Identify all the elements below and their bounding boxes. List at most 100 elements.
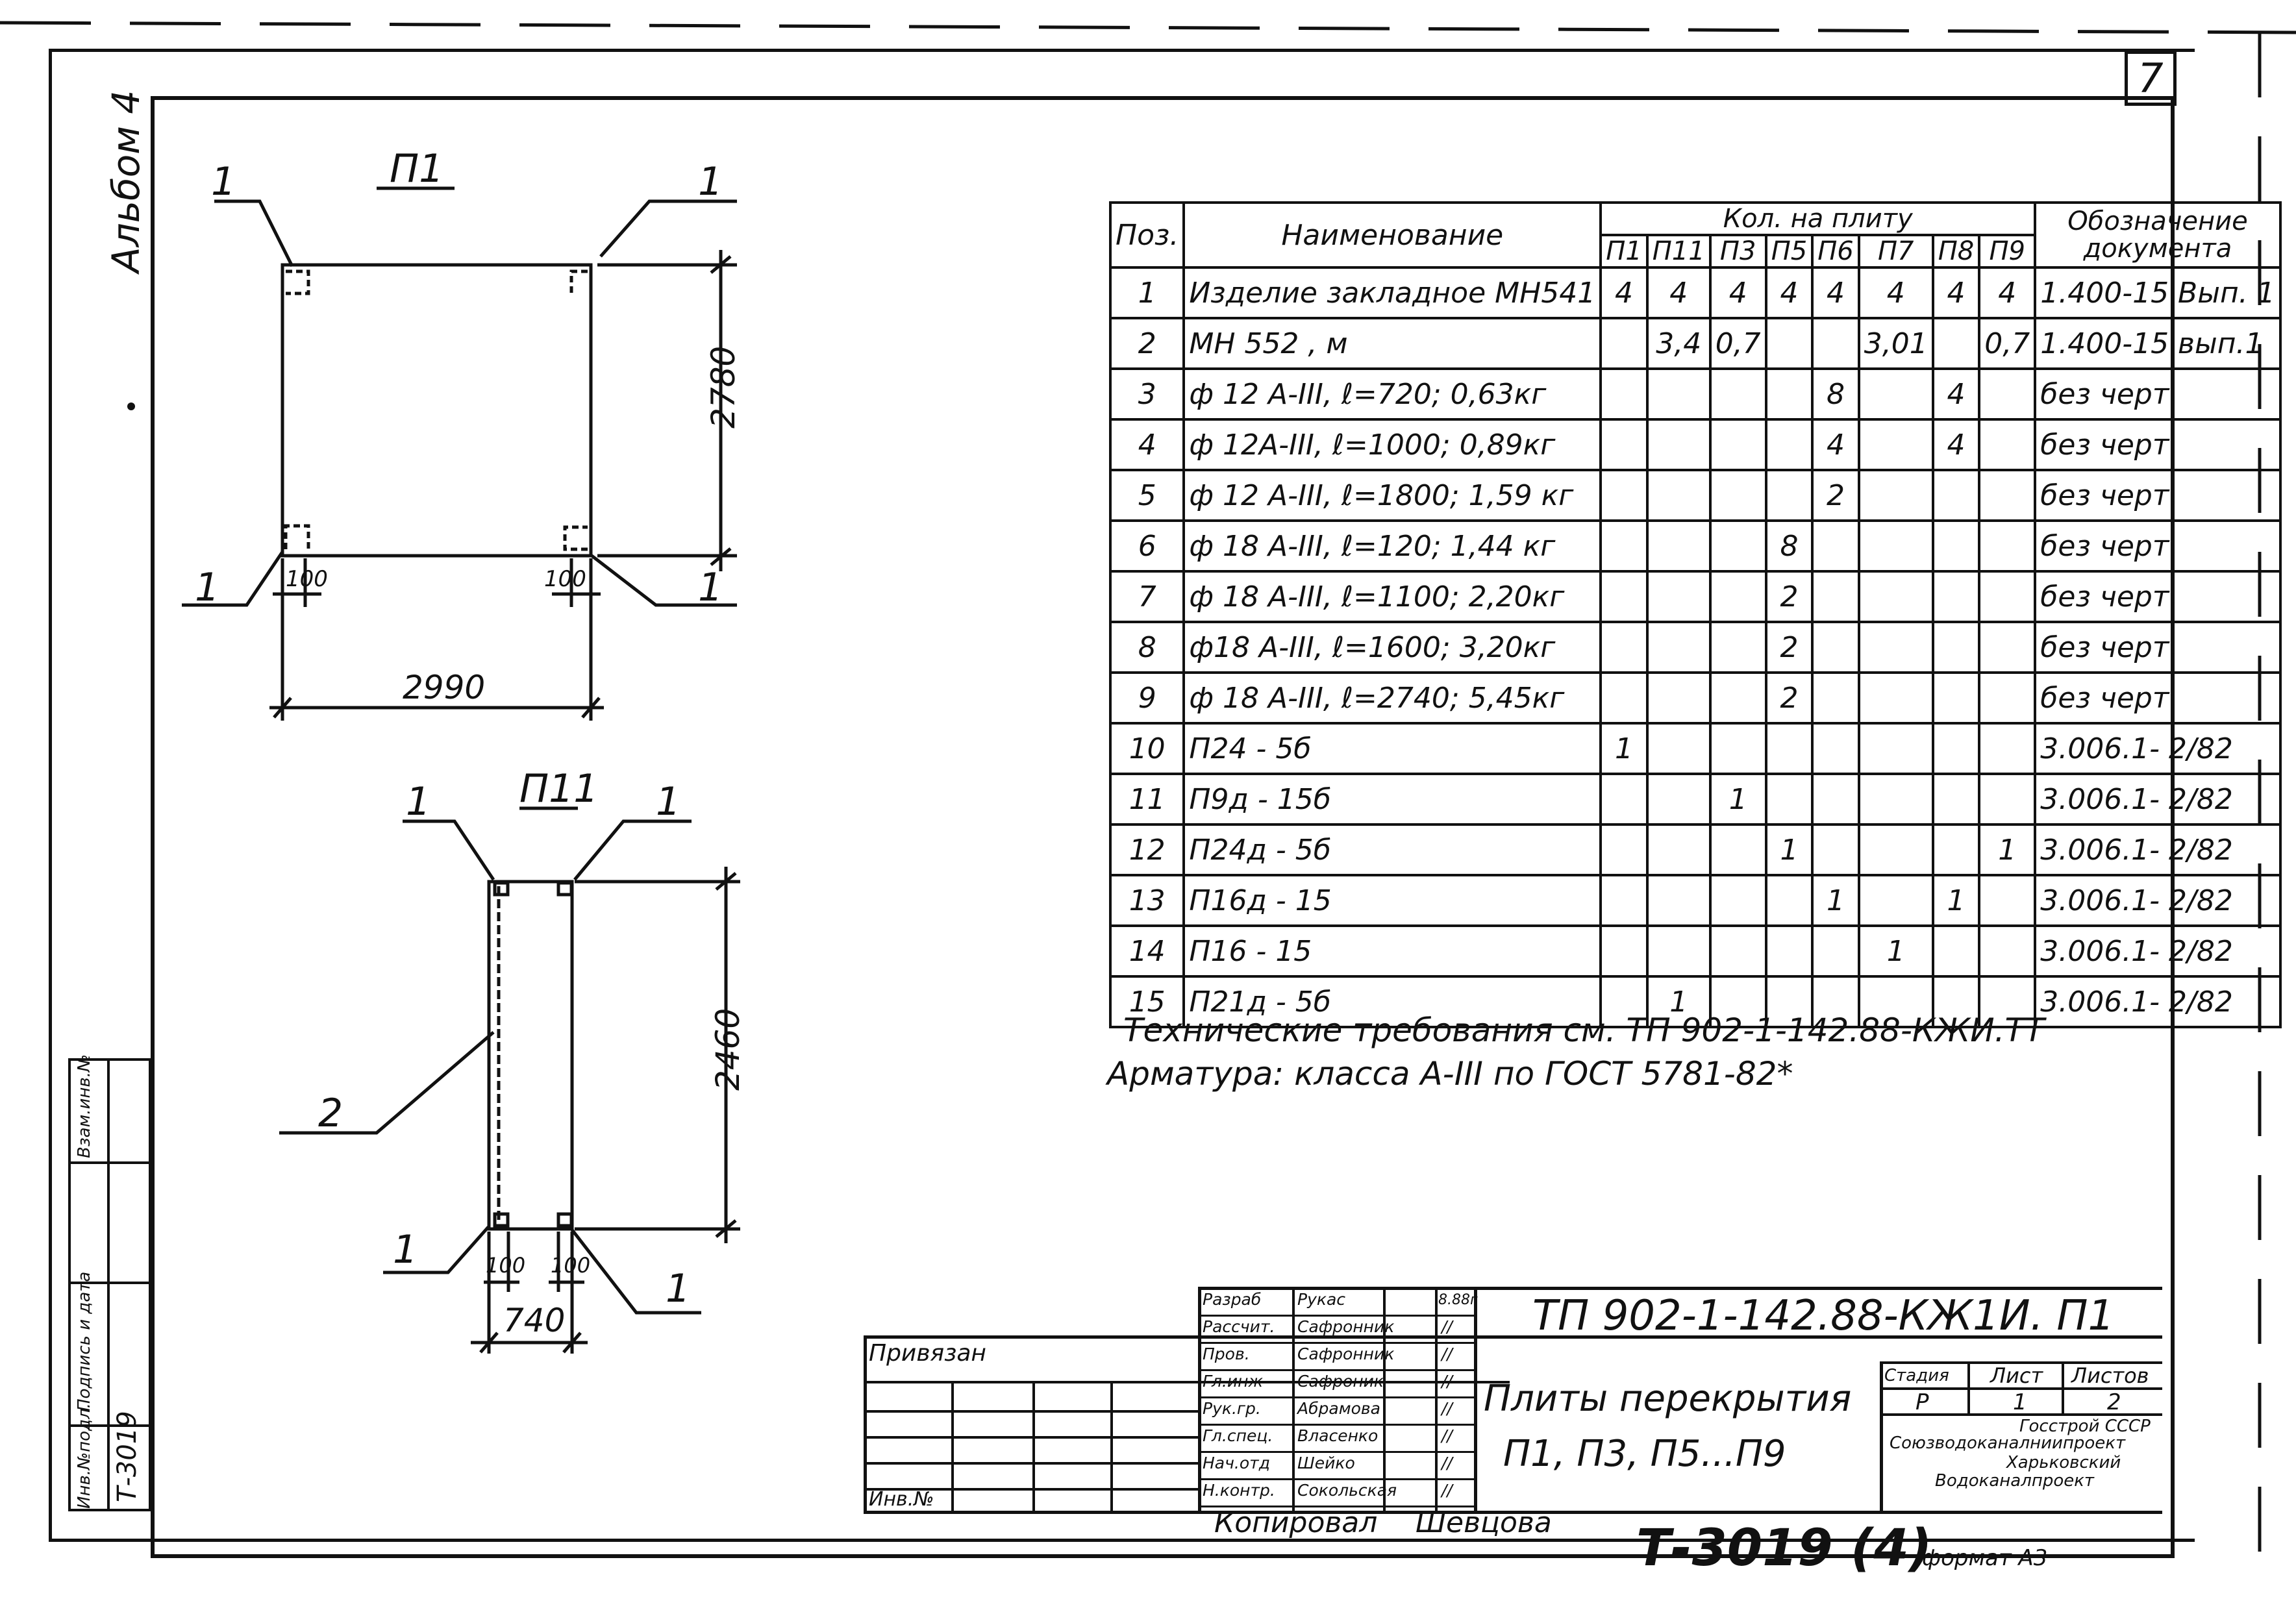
row-document: без черт. — [2034, 519, 2282, 573]
row-position: 5 — [1108, 469, 1186, 522]
row-document: 3.006.1- 2/82 — [2034, 924, 2282, 978]
row-name: ф 18 А-III, ℓ=1100; 2,20кг — [1182, 570, 1603, 623]
row-quantity — [1857, 975, 1934, 1028]
document-code: ТП 902-1-142.88-КЖ1И. П1 — [1532, 1292, 2115, 1340]
p11-label: П11 — [519, 766, 599, 812]
specification-table: Поз. Наименование Кол. на плиту Обозначе… — [1108, 201, 2282, 1028]
sheet-value: 1 — [2013, 1389, 2027, 1415]
outer-frame — [49, 49, 2195, 1542]
row-quantity — [1978, 367, 2037, 421]
row-name: П16д - 15 — [1182, 874, 1603, 927]
row-name: ф 18 А-III, ℓ=120; 1,44 кг — [1182, 519, 1603, 573]
row-quantity — [1599, 975, 1649, 1028]
row-document: без черт. — [2034, 469, 2282, 522]
row-document: без черт. — [2034, 621, 2282, 674]
row-quantity — [1857, 874, 1934, 927]
row-quantity: 4 — [1931, 418, 1981, 471]
row-quantity: 2 — [1764, 621, 1814, 674]
staff-role: Гл.спец. — [1203, 1426, 1273, 1445]
p1-label: П1 — [390, 146, 444, 192]
row-quantity — [1645, 621, 1712, 674]
staff-date: // — [1441, 1317, 1453, 1336]
row-quantity — [1811, 975, 1860, 1028]
row-quantity: 0,7 — [1708, 317, 1767, 370]
row-quantity — [1857, 773, 1934, 826]
row-quantity — [1857, 367, 1934, 421]
row-quantity — [1599, 519, 1649, 573]
row-quantity: 4 — [1857, 266, 1934, 319]
row-quantity — [1708, 975, 1767, 1028]
row-quantity — [1645, 418, 1712, 471]
row-quantity: 3,01 — [1857, 317, 1934, 370]
staff-name: Сафронник — [1297, 1345, 1395, 1363]
staff-role: Нач.отд — [1203, 1454, 1270, 1472]
inventory-label: Инв.№ — [869, 1488, 934, 1511]
staff-role: Рук.гр. — [1203, 1399, 1261, 1418]
row-quantity — [1811, 570, 1860, 623]
stage-value: Р — [1915, 1389, 1929, 1415]
row-document: 1.400-15 вып.1 — [2034, 317, 2282, 370]
row-quantity: 1 — [1978, 823, 2037, 876]
row-quantity — [1978, 924, 2037, 978]
header-name: Наименование — [1182, 201, 1603, 269]
row-quantity — [1931, 621, 1981, 674]
row-quantity — [1978, 975, 2037, 1028]
row-name: ф 18 А-III, ℓ=2740; 5,45кг — [1182, 671, 1603, 725]
row-quantity — [1857, 671, 1934, 725]
staff-name: Власенко — [1297, 1426, 1379, 1445]
row-document: без черт. — [2034, 367, 2282, 421]
row-position: 1 — [1108, 266, 1186, 319]
margin-stamp: Взам.инв.№ Подпись и дата Инв.№подл. Т-3… — [68, 1054, 151, 1511]
row-quantity — [1645, 823, 1712, 876]
header-doc: Обозначение документа — [2034, 201, 2282, 269]
row-position: 8 — [1108, 621, 1186, 674]
row-quantity — [1857, 823, 1934, 876]
row-quantity — [1599, 367, 1649, 421]
row-quantity — [1931, 317, 1981, 370]
row-quantity — [1811, 722, 1860, 775]
row-quantity — [1708, 519, 1767, 573]
row-document: 3.006.1- 2/82 — [2034, 823, 2282, 876]
header-plate-5: П7 — [1857, 234, 1934, 269]
row-position: 2 — [1108, 317, 1186, 370]
row-quantity — [1708, 621, 1767, 674]
row-quantity — [1645, 671, 1712, 725]
row-name: ф 12 А-III, ℓ=720; 0,63кг — [1182, 367, 1603, 421]
row-quantity — [1811, 773, 1860, 826]
row-name: ф 12 А-III, ℓ=1800; 1,59 кг — [1182, 469, 1603, 522]
p1-offset-left: 100 — [286, 566, 328, 592]
row-quantity — [1978, 418, 2037, 471]
row-position: 14 — [1108, 924, 1186, 978]
org-line-4: Водоканалпроект — [1935, 1471, 2095, 1491]
title-line-1: Плиты перекрытия — [1484, 1378, 1852, 1420]
row-quantity — [1978, 570, 2037, 623]
row-quantity — [1645, 367, 1712, 421]
row-quantity — [1857, 469, 1934, 522]
row-quantity: 4 — [1811, 418, 1860, 471]
row-quantity — [1978, 874, 2037, 927]
row-quantity — [1708, 874, 1767, 927]
row-quantity — [1764, 367, 1814, 421]
row-quantity — [1931, 671, 1981, 725]
row-quantity — [1811, 924, 1860, 978]
row-name: П24д - 5б — [1182, 823, 1603, 876]
p11-width-dimension: 740 — [503, 1302, 566, 1339]
row-quantity — [1645, 722, 1712, 775]
title-line-2: П1, П3, П5...П9 — [1503, 1433, 1786, 1475]
row-quantity: 4 — [1599, 266, 1649, 319]
row-quantity — [1708, 367, 1767, 421]
p1-callout-top-left: 1 — [211, 159, 236, 205]
row-quantity — [1764, 773, 1814, 826]
staff-date: // — [1441, 1481, 1453, 1500]
row-quantity: 1 — [1645, 975, 1712, 1028]
org-line-1: Госстрой СССР — [2019, 1417, 2151, 1436]
row-quantity — [1978, 773, 2037, 826]
row-document: 3.006.1- 2/82 — [2034, 773, 2282, 826]
row-quantity — [1857, 519, 1934, 573]
